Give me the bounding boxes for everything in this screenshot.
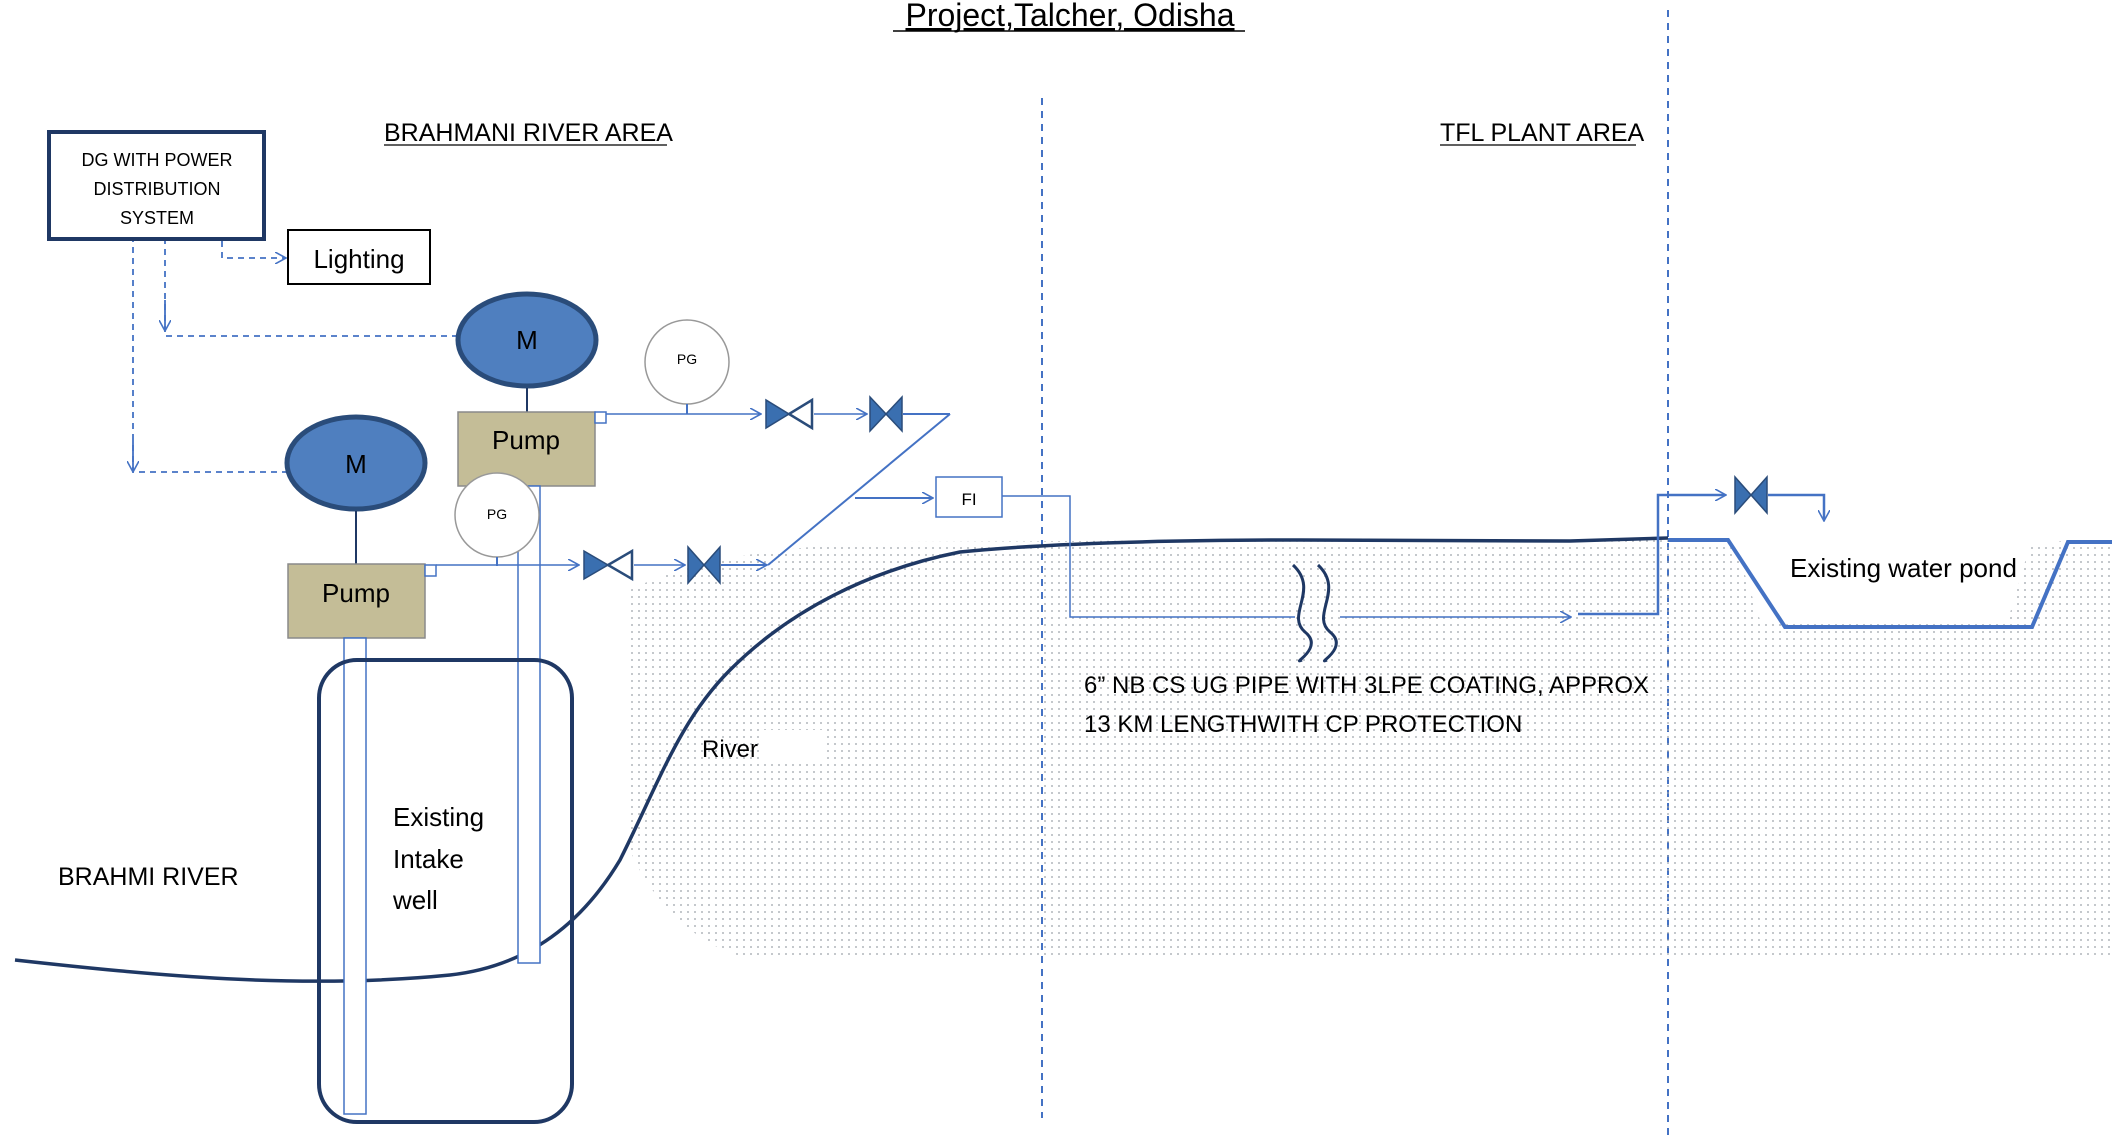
ug-pipe-run-1 xyxy=(1002,495,1295,618)
gate-valve-pond xyxy=(1734,475,1768,515)
flow-indicator-label: FI xyxy=(961,490,976,509)
pipe-note-line1: 6” NB CS UG PIPE WITH 3LPE COATING, APPR… xyxy=(1084,672,1649,699)
gate-valve-1a xyxy=(765,397,814,431)
intake-well xyxy=(317,658,574,1124)
dg-box-line2: DISTRIBUTION xyxy=(93,179,220,199)
gate-valve-1b xyxy=(869,395,903,433)
intake-well-line2: Intake xyxy=(393,844,464,874)
pump-1-outlet xyxy=(594,411,607,424)
river-area-label: BRAHMANI RIVER AREA xyxy=(384,119,673,147)
water-pond-outline xyxy=(1668,538,2112,629)
dg-power-box xyxy=(47,130,266,241)
riser-to-pond xyxy=(1578,495,1725,616)
plant-area-label: TFL PLANT AREA xyxy=(1440,119,1645,147)
page-title: Project,Talcher, Odisha xyxy=(905,0,1234,33)
motor-2 xyxy=(284,414,428,512)
dg-box-line3: SYSTEM xyxy=(120,208,194,228)
gate-valve-2b xyxy=(687,545,721,585)
power-line-motor-1 xyxy=(164,241,458,337)
pump-2 xyxy=(287,563,426,639)
lighting-label: Lighting xyxy=(313,244,404,274)
flow-indicator-box xyxy=(935,476,1003,518)
common-header xyxy=(767,413,951,566)
river-name-label: BRAHMI RIVER xyxy=(58,863,239,891)
motor-1 xyxy=(455,291,599,389)
pump-1-label: Pump xyxy=(492,425,560,455)
intake-well-line3: well xyxy=(392,885,438,915)
suction-pipe-2 xyxy=(343,637,367,1115)
suction-pipe-1 xyxy=(517,485,541,964)
pressure-gauge-2-label: PG xyxy=(487,506,507,522)
pump-2-outlet xyxy=(424,564,437,577)
power-line-motor-2 xyxy=(132,241,288,473)
intake-well-line1: Existing xyxy=(393,802,484,832)
pressure-gauge-1-label: PG xyxy=(677,351,697,367)
pipe-break-symbol xyxy=(1291,563,1313,663)
lighting-box xyxy=(287,229,431,285)
pipe-note-line2: 13 KM LENGTHWITH CP PROTECTION xyxy=(1084,711,1522,738)
motor-1-label: M xyxy=(516,325,538,355)
river-bed-label-mask xyxy=(762,730,824,764)
dg-box-line1: DG WITH POWER xyxy=(82,150,233,170)
pond-label: Existing water pond xyxy=(1790,553,2017,583)
river-bank-curve xyxy=(14,536,1669,983)
gate-valve-2a xyxy=(583,548,634,582)
power-line-lighting xyxy=(221,241,285,258)
pump-2-label: Pump xyxy=(322,578,390,608)
motor-2-label: M xyxy=(345,449,367,479)
ground-dotted-area xyxy=(630,538,2112,958)
pond-outlet xyxy=(1768,493,1824,520)
pipe-break-symbol-2 xyxy=(1316,563,1338,663)
